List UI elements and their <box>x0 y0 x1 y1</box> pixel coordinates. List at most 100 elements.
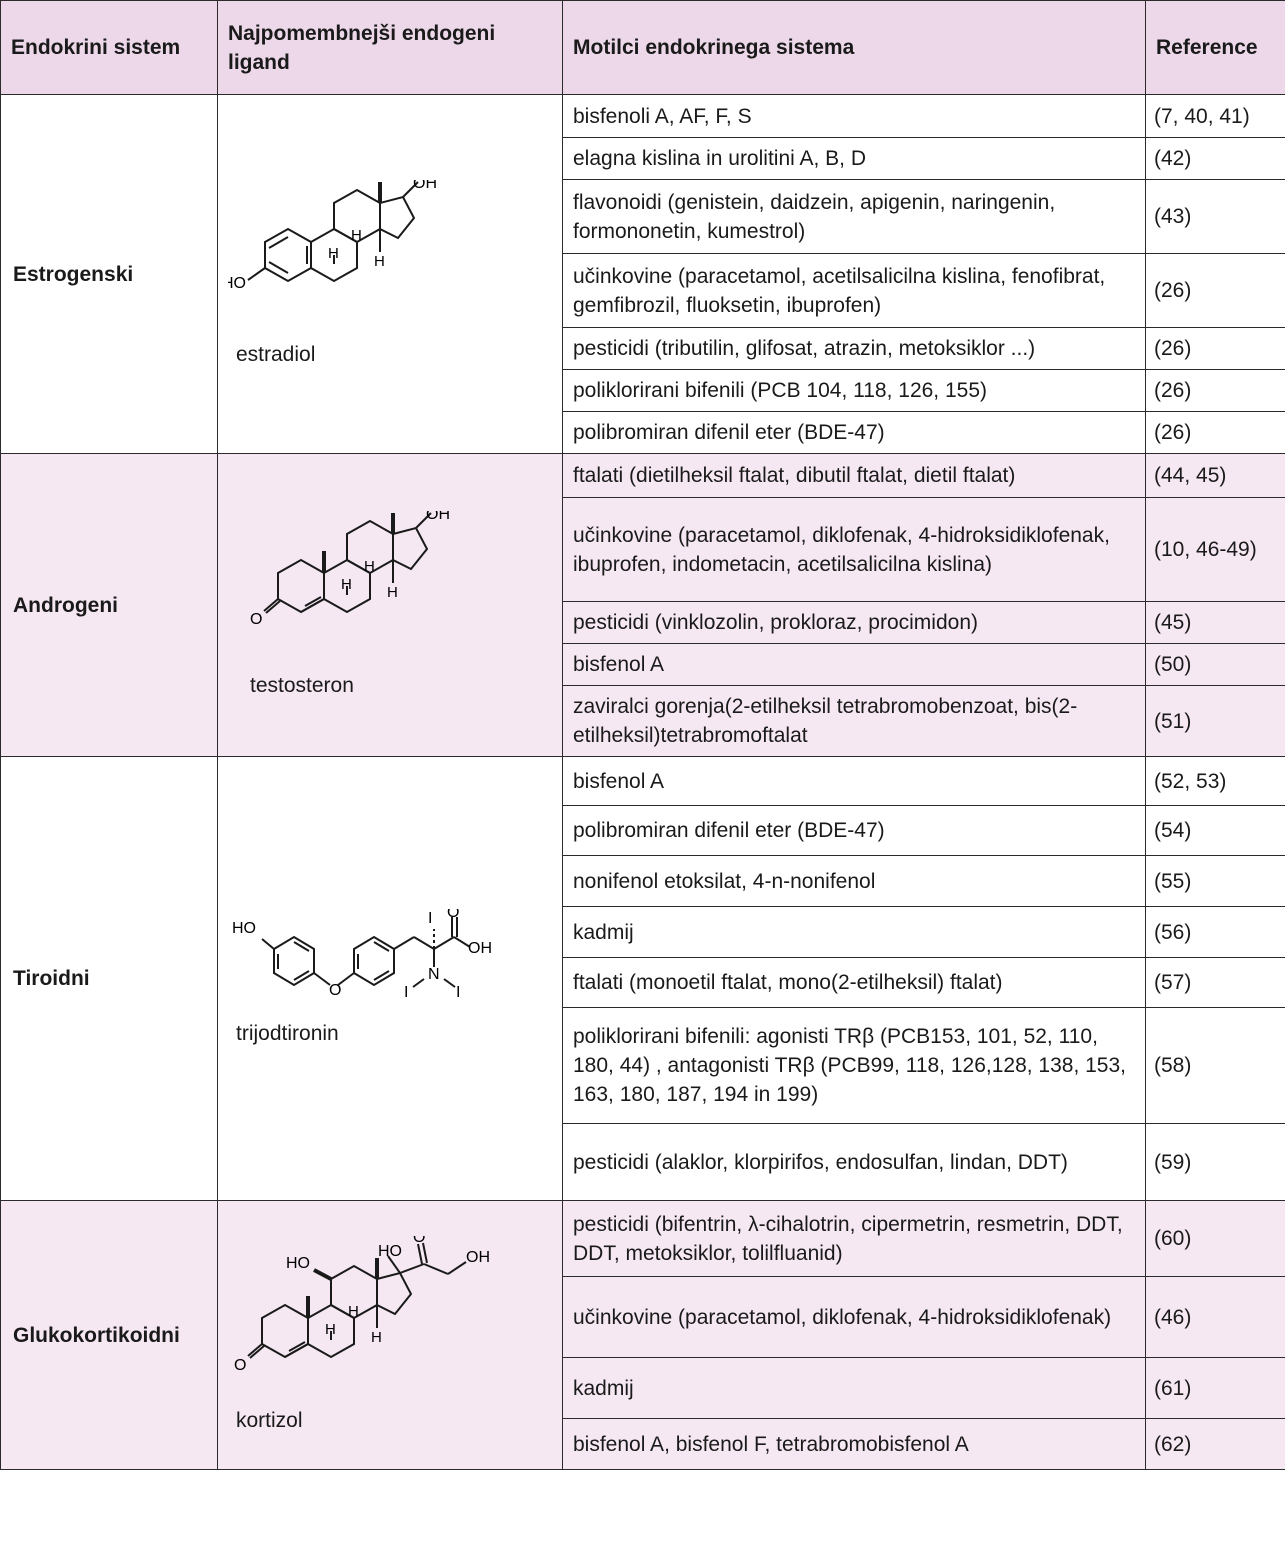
disruptor-text: polibromiran difenil eter (BDE-47) <box>562 411 1146 454</box>
table-row: nonifenol etoksilat, 4-n-nonifenol (55) <box>1 855 1285 907</box>
svg-text:O: O <box>447 909 459 921</box>
disruptor-text: pesticidi (vinklozolin, prokloraz, proci… <box>562 601 1146 644</box>
system-androgenic: Androgeni <box>0 453 218 757</box>
table-row: poliklorirani bifenili: agonisti TRβ (PC… <box>1 1007 1285 1124</box>
disruptor-text: kadmij <box>562 1357 1146 1419</box>
disruptor-text: pesticidi (alaklor, klorpirifos, endosul… <box>562 1123 1146 1201</box>
disruptor-text: nonifenol etoksilat, 4-n-nonifenol <box>562 855 1146 907</box>
reference-text: (57) <box>1145 957 1285 1008</box>
disruptor-text: poliklorirani bifenili: agonisti TRβ (PC… <box>562 1007 1146 1124</box>
table-row: Estrogenski <box>0 94 1285 454</box>
disruptor-text: učinkovine (paracetamol, diklofenak, 4-h… <box>562 497 1146 602</box>
reference-text: (59) <box>1145 1123 1285 1201</box>
disruptor-text: polibromiran difenil eter (BDE-47) <box>562 805 1146 856</box>
reference-text: (58) <box>1145 1007 1285 1124</box>
disruptor-text: bisfenol A <box>562 643 1146 686</box>
reference-text: (26) <box>1145 369 1285 412</box>
table-row: bisfenol A (50) <box>1 643 1285 686</box>
svg-text:OH: OH <box>426 511 450 523</box>
ligand-testosterone: O OH H H H testosteron <box>217 453 563 757</box>
ligand-name: trijodtironin <box>236 1022 339 1045</box>
svg-text:O: O <box>250 611 262 628</box>
svg-text:OH: OH <box>466 1249 490 1266</box>
ligand-triiodothyronine: HO O O OH I N I I trijodtironin <box>217 756 563 1201</box>
reference-text: (26) <box>1145 411 1285 454</box>
disruptor-text: bisfenoli A, AF, F, S <box>562 94 1146 138</box>
table-row: pesticidi (alaklor, klorpirifos, endosul… <box>1 1123 1285 1201</box>
disruptor-text: flavonoidi (genistein, daidzein, apigeni… <box>562 179 1146 254</box>
disruptor-text: ftalati (dietilheksil ftalat, dibutil ft… <box>562 453 1146 498</box>
svg-text:H: H <box>364 558 375 575</box>
table-row: polibromiran difenil eter (BDE-47) (54) <box>1 805 1285 856</box>
system-glucocorticoid: Glukokortikoidni <box>0 1200 218 1470</box>
reference-text: (54) <box>1145 805 1285 856</box>
svg-text:HO: HO <box>378 1243 402 1260</box>
disruptor-text: kadmij <box>562 906 1146 958</box>
header-system: Endokrini sistem <box>0 0 218 95</box>
reference-text: (51) <box>1145 685 1285 757</box>
reference-text: (61) <box>1145 1357 1285 1419</box>
disruptor-text: ftalati (monoetil ftalat, mono(2-etilhek… <box>562 957 1146 1008</box>
table-row: učinkovine (paracetamol, acetilsalicilna… <box>1 253 1285 328</box>
svg-text:H: H <box>374 253 385 270</box>
reference-text: (42) <box>1145 137 1285 180</box>
reference-text: (60) <box>1145 1200 1285 1277</box>
table-row: Tiroidni <box>0 756 1285 1201</box>
table-row: pesticidi (tributilin, glifosat, atrazin… <box>1 327 1285 370</box>
reference-text: (7, 40, 41) <box>1145 94 1285 138</box>
table-row: poliklorirani bifenili (PCB 104, 118, 12… <box>1 369 1285 412</box>
endocrine-table: Endokrini sistem Najpomembnejši endogeni… <box>0 0 1285 1470</box>
system-estrogenic: Estrogenski <box>0 94 218 454</box>
disruptor-text: elagna kislina in urolitini A, B, D <box>562 137 1146 180</box>
reference-text: (26) <box>1145 327 1285 370</box>
svg-text:H: H <box>328 245 339 262</box>
reference-text: (55) <box>1145 855 1285 907</box>
system-thyroid: Tiroidni <box>0 756 218 1201</box>
reference-text: (62) <box>1145 1418 1285 1470</box>
disruptor-text: učinkovine (paracetamol, diklofenak, 4-h… <box>562 1276 1146 1358</box>
svg-text:OH: OH <box>468 940 492 957</box>
svg-text:O: O <box>234 1357 246 1374</box>
reference-text: (50) <box>1145 643 1285 686</box>
table-row: pesticidi (vinklozolin, prokloraz, proci… <box>1 601 1285 644</box>
reference-text: (26) <box>1145 253 1285 328</box>
svg-text:OH: OH <box>413 180 437 192</box>
reference-text: (46) <box>1145 1276 1285 1358</box>
ligand-name: testosteron <box>250 673 354 697</box>
ligand-estradiol: HO OH H H H estradiol <box>217 94 563 454</box>
reference-text: (45) <box>1145 601 1285 644</box>
disruptor-text: poliklorirani bifenili (PCB 104, 118, 12… <box>562 369 1146 412</box>
table-row: bisfenol A, bisfenol F, tetrabromobisfen… <box>1 1418 1285 1470</box>
table-row: Androgeni <box>0 453 1285 757</box>
testosterone-structure-icon: O OH H H H <box>250 511 450 628</box>
table-row: flavonoidi (genistein, daidzein, apigeni… <box>1 179 1285 254</box>
svg-text:H: H <box>351 227 362 244</box>
reference-text: (10, 46-49) <box>1145 497 1285 602</box>
svg-text:O: O <box>413 1236 425 1246</box>
svg-text:I: I <box>428 910 432 927</box>
table-row: zaviralci gorenja(2-etilheksil tetrabrom… <box>1 685 1285 757</box>
svg-text:H: H <box>387 584 398 601</box>
header-references: Reference <box>1145 0 1285 95</box>
disruptor-text: bisfenol A <box>562 756 1146 806</box>
table-row: kadmij (61) <box>1 1357 1285 1419</box>
header-ligand: Najpomembnejši endogeni ligand <box>217 0 563 95</box>
disruptor-text: zaviralci gorenja(2-etilheksil tetrabrom… <box>562 685 1146 757</box>
svg-text:H: H <box>341 576 352 593</box>
ligand-name: estradiol <box>236 342 316 366</box>
svg-text:I: I <box>404 984 408 1001</box>
disruptor-text: pesticidi (bifentrin, λ-cihalotrin, cipe… <box>562 1200 1146 1277</box>
disruptor-text: učinkovine (paracetamol, acetilsalicilna… <box>562 253 1146 328</box>
svg-text:H: H <box>371 1329 382 1346</box>
ligand-cortisol: O HO HO O OH H H H kortizol <box>217 1200 563 1470</box>
table-row: učinkovine (paracetamol, diklofenak, 4-h… <box>1 497 1285 602</box>
svg-text:HO: HO <box>232 920 256 937</box>
table-row: polibromiran difenil eter (BDE-47) (26) <box>1 411 1285 454</box>
ligand-name: kortizol <box>236 1408 303 1432</box>
svg-text:HO: HO <box>286 1255 310 1272</box>
svg-text:I: I <box>456 984 460 1001</box>
triiodothyronine-structure-icon: HO O O OH I N I I <box>232 909 492 1001</box>
reference-text: (52, 53) <box>1145 756 1285 806</box>
disruptor-text: pesticidi (tributilin, glifosat, atrazin… <box>562 327 1146 370</box>
table-row: kadmij (56) <box>1 906 1285 958</box>
